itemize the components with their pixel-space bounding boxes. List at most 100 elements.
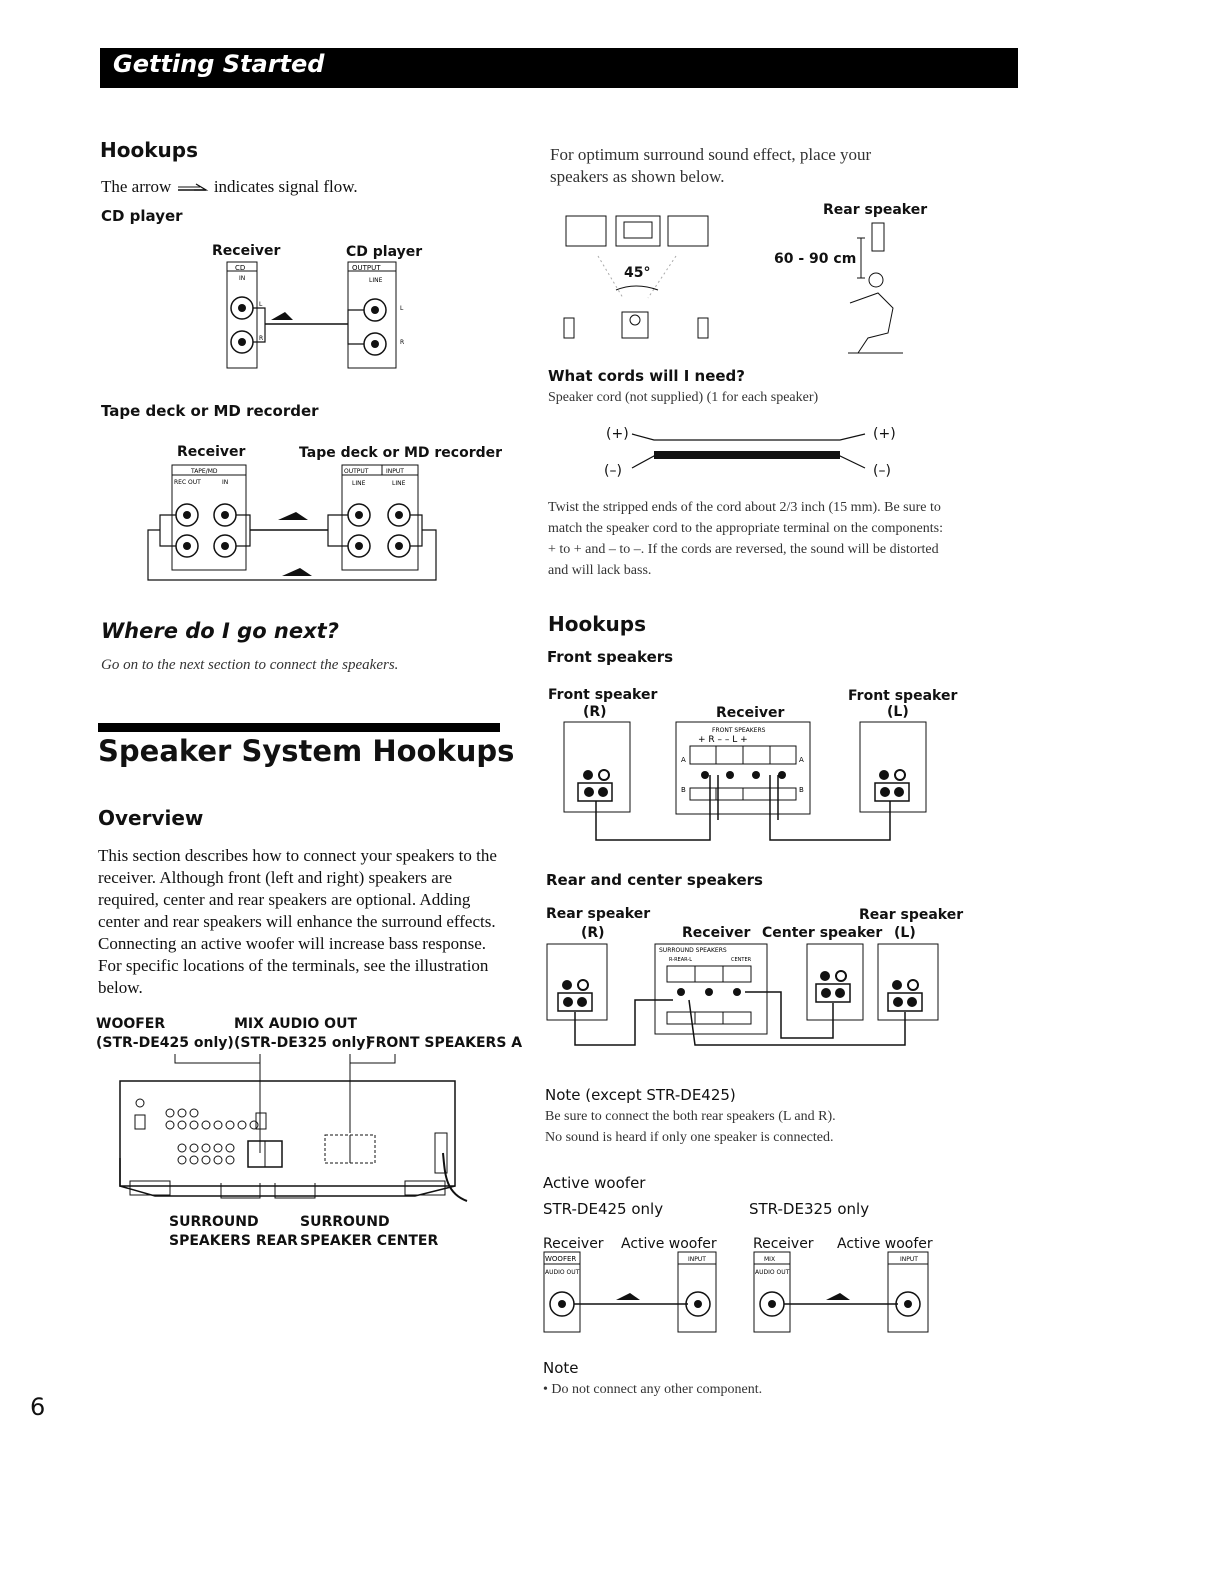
rear-speaker-placement-label: Rear speaker [823, 202, 928, 218]
front-speakers-a-label: FRONT SPEAKERS A [366, 1035, 523, 1051]
cd-player-heading: CD player [101, 207, 183, 225]
woofer-model-label: (STR-DE425 only) [96, 1035, 234, 1051]
note-text-1: Be sure to connect the both rear speaker… [545, 1109, 836, 1124]
distance-label: 60 - 90 cm [774, 251, 857, 267]
input-panel-label: INPUT [688, 1256, 706, 1263]
rear-center-heading: Rear and center speakers [546, 871, 763, 889]
front-l-label: (L) [887, 704, 909, 720]
next-text: Go on to the next section to connect the… [101, 657, 399, 673]
note-except-heading: Note (except STR-DE425) [545, 1086, 736, 1104]
rec-out-label: REC OUT [174, 479, 201, 486]
tape-device-label: Tape deck or MD recorder [299, 445, 503, 461]
tape-md-label: TAPE/MD [190, 468, 218, 475]
overview-heading: Overview [98, 806, 204, 830]
cd-r2-label: R [400, 339, 404, 346]
cd-player-label: CD player [346, 244, 423, 260]
cd-l-label: L [259, 301, 263, 308]
cd-hookup-diagram: CD IN L R OUTPUT LINE L R [226, 261, 404, 369]
cord-minus-right: (–) [873, 463, 891, 479]
front-speakers-heading: Front speakers [547, 648, 674, 666]
next-heading: Where do I go next? [101, 619, 339, 643]
cd-in-label: CD [235, 264, 245, 272]
speaker-placement-diagram [563, 215, 903, 354]
audio-out-panel-label-2: AUDIO OUT [755, 1269, 790, 1276]
cd-r-label: R [259, 335, 263, 342]
note-text-2: No sound is heard if only one speaker is… [545, 1130, 834, 1145]
rear-rl-panel-label: R-REAR-L [669, 957, 692, 963]
active-woofer-label-2: Active woofer [837, 1236, 933, 1252]
front-r-label: (R) [583, 704, 607, 720]
rear-speaker-l-label: Rear speaker [859, 907, 964, 923]
cord-minus-left: (–) [604, 463, 622, 479]
hookups-heading: Hookups [100, 138, 198, 162]
section-title: Speaker System Hookups [98, 734, 515, 768]
woofer-panel-label: WOOFER [545, 1255, 576, 1263]
front-a-label: A [681, 756, 686, 764]
receiver-rear-panel-diagram [119, 1054, 468, 1202]
tape-hookup-diagram: TAPE/MD REC OUT IN OUTPUT INPUT LINE LIN… [147, 464, 437, 581]
mix-panel-label: MIX [764, 1256, 775, 1263]
rear-l-label: (L) [894, 925, 916, 941]
section-rule [98, 723, 500, 732]
page-header-title: Getting Started [113, 50, 325, 78]
audio-out-panel-label: AUDIO OUT [545, 1269, 580, 1276]
right-hookups-heading: Hookups [548, 612, 646, 636]
front-speakers-diagram: FRONT SPEAKERS + R – – L + A A B B [563, 721, 927, 841]
woofer-receiver-label-2: Receiver [753, 1236, 814, 1252]
front-speakers-panel-label: FRONT SPEAKERS [712, 727, 766, 734]
twist-text: Twist the stripped ends of the cord abou… [548, 500, 943, 578]
tape-line-label: LINE [352, 480, 366, 487]
surround-rear-label-1: SURROUND [169, 1214, 259, 1230]
note2-text: • Do not connect any other component. [543, 1382, 763, 1397]
cd-receiver-label: Receiver [212, 243, 281, 259]
speaker-cord-diagram [631, 433, 866, 469]
front-b-label: B [681, 786, 686, 794]
arrow-note-pre: The arrow [101, 177, 172, 196]
de325-heading: STR-DE325 only [749, 1200, 870, 1218]
arrow-note-post: indicates signal flow. [213, 177, 358, 196]
tape-heading: Tape deck or MD recorder [101, 402, 319, 420]
page-number: 6 [30, 1393, 46, 1421]
front-b2-label: B [799, 786, 804, 794]
active-woofer-heading: Active woofer [543, 1174, 646, 1192]
input-panel-label-2: INPUT [900, 1256, 918, 1263]
note2-heading: Note [543, 1359, 579, 1377]
overview-text: This section describes how to connect yo… [98, 846, 497, 997]
cord-plus-right: (+) [873, 426, 896, 442]
woofer-receiver-label: Receiver [543, 1236, 604, 1252]
tape-receiver-label: Receiver [177, 444, 246, 460]
arrow-note: The arrow indicates signal flow. [101, 176, 358, 198]
de425-heading: STR-DE425 only [543, 1200, 664, 1218]
center-speaker-label: Center speaker [762, 925, 883, 941]
rear-r-label: (R) [581, 925, 605, 941]
front-polarity-label: + R – – L + [698, 735, 748, 745]
front-speaker-r-label: Front speaker [548, 687, 658, 703]
woofer-label: WOOFER [96, 1016, 166, 1032]
cd-line-label: LINE [369, 277, 383, 284]
surround-center-label-1: SURROUND [300, 1214, 390, 1230]
mix-label: MIX AUDIO OUT [234, 1016, 358, 1032]
front-receiver-label: Receiver [716, 705, 785, 721]
surround-panel-label: SURROUND SPEAKERS [659, 947, 727, 954]
active-woofer-diagram: WOOFER AUDIO OUT INPUT MIX AUDIO OUT INP… [543, 1251, 929, 1333]
rear-receiver-label: Receiver [682, 925, 751, 941]
cords-text: Speaker cord (not supplied) (1 for each … [548, 390, 819, 405]
signal-arrow-icon [177, 183, 208, 191]
mix-model-label: (STR-DE325 only) [234, 1035, 372, 1051]
tape-output-label: OUTPUT [344, 468, 369, 475]
front-a2-label: A [799, 756, 804, 764]
cd-output-label: OUTPUT [352, 264, 381, 272]
cords-heading: What cords will I need? [548, 367, 745, 385]
rear-center-speakers-diagram: SURROUND SPEAKERS R-REAR-L CENTER [546, 943, 939, 1046]
placement-text: For optimum surround sound effect, place… [550, 145, 872, 186]
active-woofer-label: Active woofer [621, 1236, 717, 1252]
cd-l2-label: L [400, 305, 404, 312]
center-panel-label: CENTER [731, 957, 752, 963]
surround-center-label-2: SPEAKER CENTER [300, 1233, 439, 1249]
header-bar [100, 48, 1018, 88]
cord-plus-left: (+) [606, 426, 629, 442]
rear-speaker-r-label: Rear speaker [546, 906, 651, 922]
front-speaker-l-label: Front speaker [848, 688, 958, 704]
tape-in-label: IN [222, 479, 228, 486]
surround-rear-label-2: SPEAKERS REAR [169, 1233, 298, 1249]
